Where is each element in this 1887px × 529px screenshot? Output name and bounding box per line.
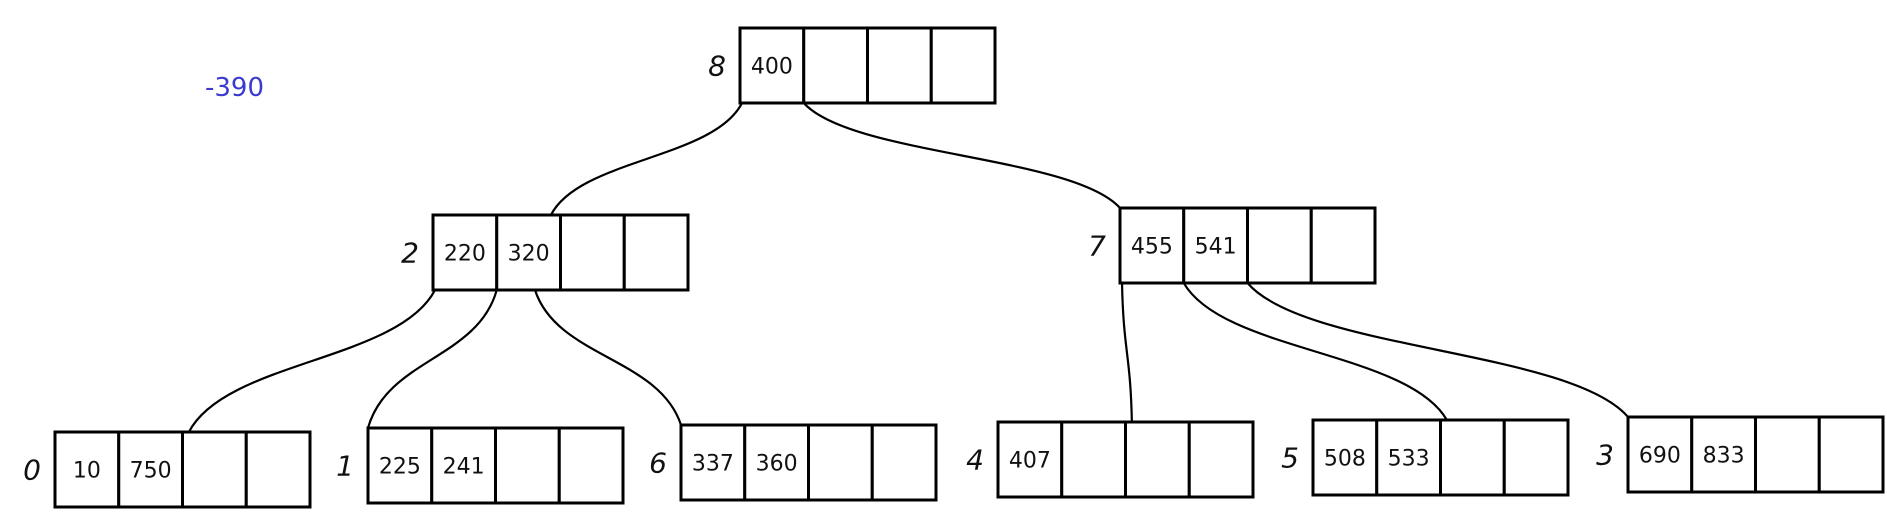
node-leaf2: 6 337 360 xyxy=(649,423,938,502)
edge-left-leaf0 xyxy=(187,288,437,434)
key-cell xyxy=(244,430,312,509)
key-cell xyxy=(1309,206,1377,285)
key-value: 407 xyxy=(1009,449,1051,474)
key-cell xyxy=(117,430,184,509)
node-label: 8 xyxy=(708,50,726,83)
key-cell xyxy=(1690,415,1757,494)
node-label: 0 xyxy=(23,454,41,487)
node-left: 2 220 320 xyxy=(401,213,690,292)
key-value: 337 xyxy=(692,452,734,477)
key-cell xyxy=(366,426,434,505)
node-label: 3 xyxy=(1596,439,1614,472)
key-value: 320 xyxy=(508,242,550,267)
node-label: 5 xyxy=(1281,442,1299,475)
key-cell xyxy=(996,420,1064,499)
key-cell xyxy=(622,213,690,292)
key-value: 833 xyxy=(1703,444,1745,469)
key-cell xyxy=(802,26,869,105)
key-cell xyxy=(1187,420,1255,499)
edge-right-leaf4 xyxy=(1182,281,1448,422)
edge-root-left xyxy=(549,101,744,217)
key-cell xyxy=(53,430,121,509)
node-label: 2 xyxy=(401,237,419,270)
node-right: 7 455 541 xyxy=(1088,206,1377,285)
node-leaf5: 3 690 833 xyxy=(1596,415,1885,494)
node-label: 7 xyxy=(1088,230,1106,263)
key-value: 508 xyxy=(1324,447,1366,472)
key-cell xyxy=(1246,206,1313,285)
key-cell xyxy=(557,426,625,505)
key-cell xyxy=(1502,418,1570,497)
key-cell xyxy=(870,423,938,502)
key-cell xyxy=(1754,415,1821,494)
key-cell xyxy=(559,213,626,292)
node-leaf0: 0 10 750 xyxy=(23,430,312,509)
node-root: 8 400 xyxy=(708,26,997,105)
key-value: 220 xyxy=(444,242,486,267)
node-label: 6 xyxy=(649,447,667,480)
key-cell xyxy=(431,213,499,292)
key-cell xyxy=(1060,420,1127,499)
key-cell xyxy=(1626,415,1694,494)
key-cell xyxy=(1817,415,1885,494)
key-value: 690 xyxy=(1639,444,1681,469)
node-label: 4 xyxy=(966,444,984,477)
key-cell xyxy=(929,26,997,105)
edge-right-leaf3 xyxy=(1120,281,1133,424)
key-value: 225 xyxy=(379,455,421,480)
key-cell xyxy=(807,423,874,502)
edge-left-leaf1 xyxy=(366,288,498,430)
key-value: 455 xyxy=(1131,235,1173,260)
key-cell xyxy=(1124,420,1191,499)
key-value: 400 xyxy=(751,55,793,80)
key-cell xyxy=(1375,418,1442,497)
key-value: 360 xyxy=(756,452,798,477)
edge-right-leaf5 xyxy=(1246,281,1630,419)
key-cell xyxy=(866,26,933,105)
node-leaf4: 5 508 533 xyxy=(1281,418,1570,497)
key-cell xyxy=(743,423,810,502)
key-cell xyxy=(494,426,561,505)
edge-left-leaf2 xyxy=(533,288,683,427)
edge-root-right xyxy=(802,101,1122,210)
edges-layer xyxy=(187,101,1630,434)
node-leaf1: 1 225 241 xyxy=(336,426,625,505)
key-value: 541 xyxy=(1195,235,1237,260)
key-cell xyxy=(738,26,806,105)
key-value: 533 xyxy=(1388,447,1430,472)
key-cell xyxy=(1439,418,1506,497)
key-value: 241 xyxy=(443,455,485,480)
key-cell xyxy=(430,426,497,505)
node-label: 1 xyxy=(336,450,354,483)
key-cell xyxy=(1311,418,1379,497)
node-leaf3: 4 407 xyxy=(966,420,1255,499)
annotation-note: -390 xyxy=(205,73,264,103)
key-value: 750 xyxy=(130,459,172,484)
key-cell xyxy=(181,430,248,509)
key-value: 10 xyxy=(73,459,101,484)
